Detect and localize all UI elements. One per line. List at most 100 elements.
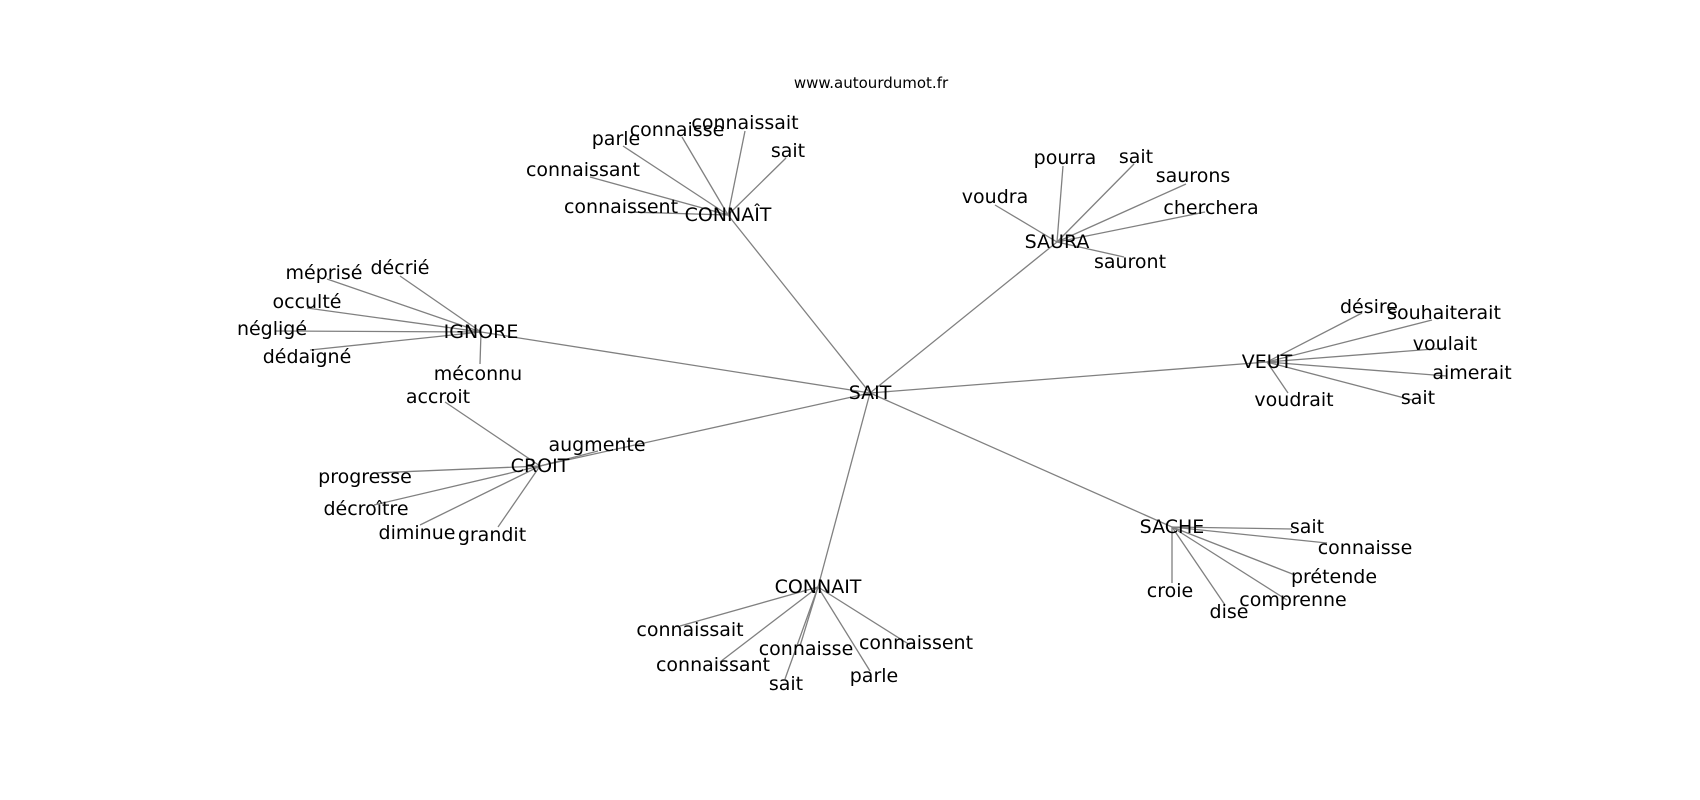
node-leaf-connaissent: connaissent <box>564 196 678 218</box>
edge-ignore-meconnu <box>479 331 482 365</box>
edge-saura-voudra <box>994 204 1058 243</box>
edge-sache-comprenne <box>1171 526 1288 601</box>
node-leaf-souhaiterait: souhaiterait <box>1387 302 1501 324</box>
edge-connait-parle <box>622 145 729 216</box>
node-leaf-comprenne: comprenne <box>1239 589 1347 611</box>
node-leaf-sait: sait <box>771 140 805 162</box>
node-leaf-voulait: voulait <box>1413 333 1478 355</box>
node-leaf-cherchera: cherchera <box>1163 197 1258 219</box>
node-leaf-meconnu: méconnu <box>434 363 522 385</box>
edge-ignore-occulte <box>306 307 482 333</box>
edge-ignore-meprise <box>326 278 482 333</box>
node-leaf-sait: sait <box>1290 516 1324 538</box>
node-leaf-diminue: diminue <box>379 522 456 544</box>
node-hub-connait: CONNAIT <box>775 576 862 598</box>
node-leaf-parle: parle <box>850 665 898 687</box>
node-leaf-dedaigne: dédaigné <box>263 346 352 368</box>
edge-connait-connaissant <box>589 176 729 216</box>
node-leaf-sait: sait <box>1119 146 1153 168</box>
node-hub-saura: SAURA <box>1025 231 1090 253</box>
edge-connait-sait <box>727 157 787 216</box>
node-leaf-voudra: voudra <box>962 186 1028 208</box>
node-leaf-dise: dise <box>1210 601 1249 623</box>
graph-edges <box>274 130 1448 680</box>
edge-veut-voudrait <box>1266 361 1289 394</box>
edge-sache-connaisse <box>1171 526 1328 544</box>
node-leaf-aimerait: aimerait <box>1432 362 1511 384</box>
node-leaf-saurons: saurons <box>1156 165 1231 187</box>
node-leaf-neglige: négligé <box>237 318 307 340</box>
edge-saura-pourra <box>1056 165 1064 243</box>
node-leaf-progresse: progresse <box>318 466 412 488</box>
source-label: www.autourdumot.fr <box>794 74 949 92</box>
edge-croit-progresse <box>372 465 541 474</box>
edge-connait-parle <box>817 586 871 672</box>
edge-ignore-dedaigne <box>309 331 482 351</box>
edge-sache-sait <box>1171 526 1293 530</box>
edge-sache-dise <box>1171 526 1226 606</box>
edge-root-sache <box>869 392 1173 528</box>
edge-veut-aimerait <box>1266 361 1448 377</box>
node-leaf-sauront: sauront <box>1094 251 1166 273</box>
edge-croit-augmente <box>539 450 599 467</box>
edge-saura-sait <box>1056 163 1135 243</box>
edge-croit-decroitre <box>373 465 541 506</box>
edge-saura-cherchera <box>1056 211 1206 243</box>
edge-connait-connaissait <box>727 130 746 216</box>
node-leaf-croie: croie <box>1147 580 1193 602</box>
node-root: SAIT <box>849 382 892 404</box>
edge-root-connait <box>817 392 871 588</box>
node-leaf-decrie: décrié <box>371 257 430 279</box>
node-leaf-voudrait: voudrait <box>1254 389 1333 411</box>
node-leaf-augmente: augmente <box>548 434 645 456</box>
edge-veut-souhaiterait <box>1266 319 1433 363</box>
edge-root-saura <box>869 241 1058 394</box>
node-hub-veut: VEUT <box>1242 351 1293 373</box>
edge-saura-sauront <box>1056 241 1125 258</box>
node-hub-ignore: IGNORE <box>444 321 519 343</box>
edge-croit-accroit <box>444 401 541 467</box>
edge-root-connait <box>727 214 871 394</box>
edge-root-ignore <box>480 331 871 394</box>
node-leaf-connaissant: connaissant <box>656 654 770 676</box>
edge-veut-sait <box>1266 361 1413 401</box>
node-leaf-pourra: pourra <box>1034 147 1097 169</box>
edge-root-veut <box>869 361 1268 394</box>
edge-connait-connaisse <box>681 136 729 216</box>
edge-connait-connaissait <box>679 586 819 627</box>
edge-ignore-neglige <box>274 330 482 333</box>
node-hub-croit: CROIT <box>511 455 570 477</box>
edge-croit-diminue <box>419 465 541 526</box>
edge-sache-pretende <box>1171 526 1296 576</box>
node-leaf-sait: sait <box>1401 387 1435 409</box>
node-leaf-parle: parle <box>592 128 640 150</box>
node-leaf-connaisse: connaisse <box>1318 537 1413 559</box>
node-leaf-meprise: méprisé <box>286 262 363 284</box>
edge-root-croit <box>539 392 871 467</box>
node-leaf-connaisse: connaisse <box>630 119 725 141</box>
edge-ignore-decrie <box>399 275 482 333</box>
node-leaf-occulte: occulté <box>273 291 342 313</box>
edge-connait-connaissent <box>817 586 911 646</box>
edge-connait-connaissent <box>627 211 729 216</box>
node-leaf-connaissant: connaissant <box>526 159 640 181</box>
node-leaf-connaisse: connaisse <box>759 638 854 660</box>
node-leaf-decroitre: décroître <box>323 498 408 520</box>
edge-connait-sait <box>784 586 819 680</box>
node-leaf-desire: désire <box>1340 296 1398 318</box>
node-leaf-pretende: prétende <box>1291 566 1377 588</box>
node-leaf-connaissait: connaissait <box>636 619 743 641</box>
node-leaf-accroit: accroit <box>406 386 470 408</box>
graph-labels: www.autourdumot.fr SAIT CONNAÎT connaissai… <box>237 74 1512 695</box>
edge-saura-saurons <box>1056 183 1187 243</box>
node-leaf-connaissent: connaissent <box>859 632 973 654</box>
edge-connait-connaissant <box>719 586 819 663</box>
node-leaf-sait: sait <box>769 673 803 695</box>
node-hub-connait: CONNAÎT <box>685 203 772 226</box>
edge-veut-voulait <box>1266 347 1448 363</box>
edge-veut-desire <box>1266 312 1363 363</box>
node-hub-sache: SACHE <box>1140 516 1205 538</box>
node-leaf-grandit: grandit <box>458 524 526 546</box>
edge-croit-grandit <box>497 465 541 528</box>
